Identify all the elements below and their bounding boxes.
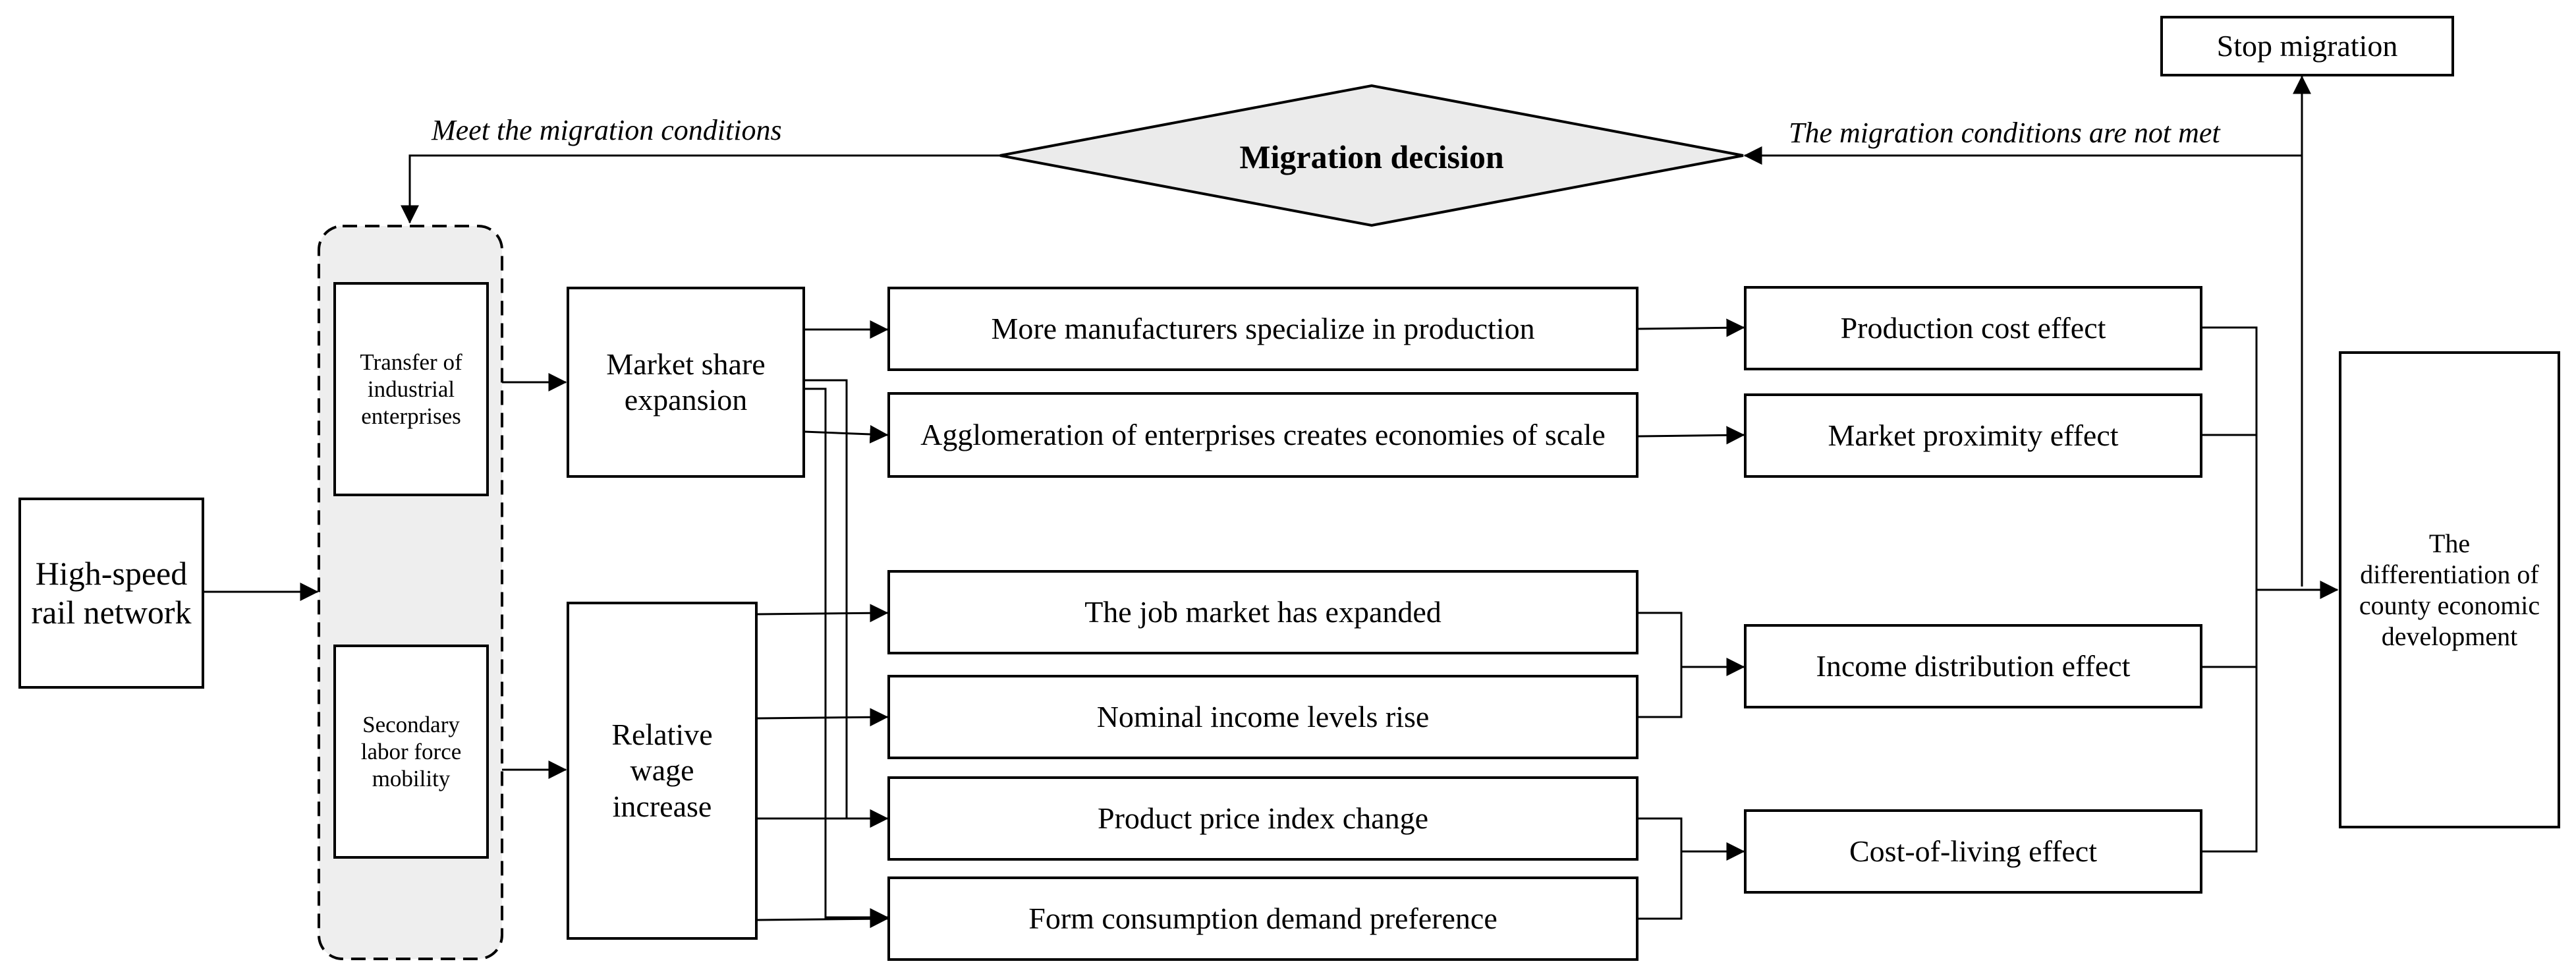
- arrow-agglomeration-to-proximity: [1638, 426, 1745, 445]
- hsr-network-box: High-speed rail network: [18, 498, 204, 689]
- price-index-box: Product price index change: [887, 776, 1638, 861]
- arrow-ms-to-price-index: [804, 379, 889, 828]
- market-proximity-effect-box: Market proximity effect: [1744, 393, 2202, 478]
- production-cost-effect-box: Production cost effect: [1744, 286, 2202, 370]
- migration-decision-label: Migration decision: [1239, 138, 1504, 175]
- arrow-meet-conditions: [401, 154, 1000, 224]
- not-met-conditions-label: The migration conditions are not met: [1789, 117, 2220, 149]
- stop-migration-box: Stop migration: [2160, 16, 2454, 76]
- arrow-price-consumption-to-col: [1638, 817, 1744, 920]
- consumption-preference-box: Form consumption demand preference: [887, 876, 1638, 961]
- labor-mobility-box: Secondary labor force mobility: [333, 645, 489, 859]
- arrow-wage-to-nominal: [757, 708, 889, 727]
- county-differentiation-box: The differentiation of county economic d…: [2339, 351, 2560, 828]
- arrow-ms-to-consumption: [804, 388, 889, 927]
- meet-conditions-label: Meet the migration conditions: [432, 114, 782, 146]
- market-share-box: Market share expansion: [567, 287, 805, 478]
- transfer-enterprises-box: Transfer of industrial enterprises: [333, 282, 489, 496]
- job-market-box: The job market has expanded: [887, 570, 1638, 654]
- arrow-specialize-to-production: [1638, 318, 1745, 337]
- arrow-job-nominal-to-income: [1638, 612, 1744, 718]
- arrow-effects-to-outcome: [2202, 326, 2338, 853]
- specialize-box: More manufacturers specialize in product…: [887, 287, 1638, 371]
- income-distribution-effect-box: Income distribution effect: [1744, 624, 2202, 708]
- relative-wage-box: Relative wage increase: [567, 602, 758, 940]
- nominal-income-box: Nominal income levels rise: [887, 675, 1638, 759]
- migration-decision-diamond: [999, 84, 1744, 227]
- cost-of-living-effect-box: Cost-of-living effect: [1744, 809, 2202, 894]
- agglomeration-box: Agglomeration of enterprises creates eco…: [887, 392, 1638, 478]
- arrow-wage-to-consumption: [757, 909, 889, 929]
- arrow-wage-to-job: [757, 604, 889, 623]
